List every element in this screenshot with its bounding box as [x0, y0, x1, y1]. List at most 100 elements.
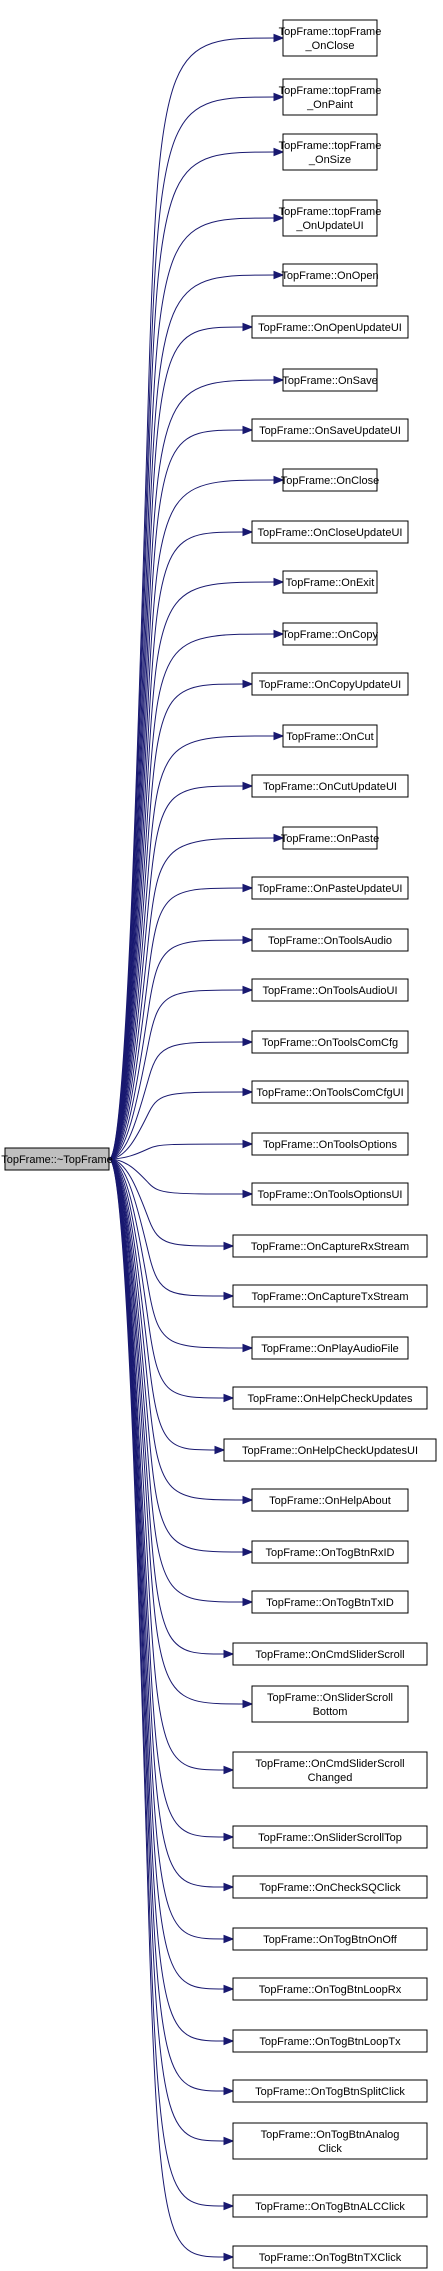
node-topframe-onpaint-label: TopFrame::topFrame: [279, 85, 382, 97]
call-edge-oncutupdateui: [108, 781, 254, 1160]
edge-to-oncut: [108, 735, 276, 1160]
node-topframe-onupdateui-label: TopFrame::topFrame: [279, 206, 382, 218]
arrowhead-icon: [242, 1189, 254, 1199]
edge-to-ontogbtnanalogclick: [108, 1158, 226, 2142]
node-ontogbtnonoff[interactable]: TopFrame::OnTogBtnOnOff: [232, 1927, 428, 1951]
node-onpaste[interactable]: TopFrame::OnPaste: [281, 826, 379, 850]
node-ontogbtntxclick-box: [232, 2245, 428, 2269]
node-ontoolsaudioui[interactable]: TopFrame::OnToolsAudioUI: [251, 978, 409, 1002]
arrowhead-icon: [223, 2252, 235, 2262]
node-onsaveupdateui[interactable]: TopFrame::OnSaveUpdateUI: [251, 418, 409, 442]
node-onsave[interactable]: TopFrame::OnSave: [282, 368, 378, 392]
node-topframe-onpaint[interactable]: TopFrame::topFrame_OnPaint: [279, 78, 382, 116]
arrowhead-icon: [242, 1699, 254, 1709]
source-node-topframe-destructor-box: [4, 1147, 110, 1171]
edge-to-onhelpcheckupdates: [108, 1158, 226, 1399]
edge-to-ontogbtnrxid: [108, 1158, 245, 1553]
node-onchecksqclick[interactable]: TopFrame::OnCheckSQClick: [232, 1875, 428, 1899]
node-onclose-label: TopFrame::OnClose: [281, 475, 379, 487]
call-edge-ontogbtnalcclick: [108, 1158, 235, 2211]
node-topframe-onsize[interactable]: TopFrame::topFrame_OnSize: [279, 133, 382, 171]
node-ontogbtnlooprx[interactable]: TopFrame::OnTogBtnLoopRx: [232, 1977, 428, 2001]
node-onhelpcheckupdatesui[interactable]: TopFrame::OnHelpCheckUpdatesUI: [223, 1438, 437, 1462]
node-onopenupdateui[interactable]: TopFrame::OnOpenUpdateUI: [251, 315, 409, 339]
node-oncut[interactable]: TopFrame::OnCut: [282, 724, 378, 748]
edge-to-oncopy: [108, 633, 276, 1160]
call-edge-onhelpcheckupdates: [108, 1158, 235, 1403]
node-oncut-label: TopFrame::OnCut: [286, 731, 373, 743]
node-onpasteupdateui[interactable]: TopFrame::OnPasteUpdateUI: [251, 876, 409, 900]
node-onhelpcheckupdates[interactable]: TopFrame::OnHelpCheckUpdates: [232, 1386, 428, 1410]
node-onsliderscrolltop[interactable]: TopFrame::OnSliderScrollTop: [232, 1825, 428, 1849]
node-ontogbtnalcclick[interactable]: TopFrame::OnTogBtnALCClick: [232, 2194, 428, 2218]
node-ontoolsoptions[interactable]: TopFrame::OnToolsOptions: [251, 1132, 409, 1156]
node-onpasteupdateui-label: TopFrame::OnPasteUpdateUI: [258, 883, 403, 895]
node-onplayaudiofile[interactable]: TopFrame::OnPlayAudioFile: [251, 1336, 409, 1360]
call-edge-ontoolscomcfg: [108, 1037, 254, 1160]
arrowhead-icon: [223, 1241, 235, 1251]
node-topframe-onpaint-label: _OnPaint: [306, 99, 353, 111]
node-ontoolscomcfgui-label: TopFrame::OnToolsComCfgUI: [256, 1087, 403, 1099]
node-onsliderscrollbottom-label: Bottom: [313, 1706, 348, 1718]
node-ontogbtnsplitclick-box: [232, 2079, 428, 2103]
node-oncloseupdateui-box: [251, 520, 409, 544]
node-ontoolsoptionsui-box: [251, 1182, 409, 1206]
call-edge-ontoolsoptions: [108, 1139, 254, 1160]
node-oncapturetxstream[interactable]: TopFrame::OnCaptureTxStream: [232, 1284, 428, 1308]
node-onopen-box: [282, 263, 378, 287]
node-onopen[interactable]: TopFrame::OnOpen: [281, 263, 379, 287]
arrowhead-icon: [242, 1495, 254, 1505]
node-ontogbtntxid[interactable]: TopFrame::OnTogBtnTxID: [251, 1590, 409, 1614]
edge-to-ontoolscomcfgui: [108, 1091, 245, 1160]
call-edge-ontogbtnsplitclick: [108, 1158, 235, 2096]
node-ontogbtnrxid[interactable]: TopFrame::OnTogBtnRxID: [251, 1540, 409, 1564]
node-onpasteupdateui-box: [251, 876, 409, 900]
source-node-topframe-destructor[interactable]: TopFrame::~TopFrame: [1, 1147, 113, 1171]
arrowhead-icon: [242, 1139, 254, 1149]
edge-to-onsliderscrollbottom: [108, 1158, 245, 1705]
arrowhead-icon: [242, 883, 254, 893]
node-ontogbtntxclick[interactable]: TopFrame::OnTogBtnTXClick: [232, 2245, 428, 2269]
node-ontogbtnanalogclick-box: [232, 2122, 428, 2160]
node-oncutupdateui[interactable]: TopFrame::OnCutUpdateUI: [251, 774, 409, 798]
node-ontogbtnlooprx-box: [232, 1977, 428, 2001]
node-oncopyupdateui[interactable]: TopFrame::OnCopyUpdateUI: [251, 672, 409, 696]
edge-to-topframe-onsize: [108, 151, 276, 1160]
node-oncapturetxstream-label: TopFrame::OnCaptureTxStream: [251, 1291, 408, 1303]
node-ontogbtnsplitclick[interactable]: TopFrame::OnTogBtnSplitClick: [232, 2079, 428, 2103]
arrowhead-icon: [242, 1547, 254, 1557]
node-oncmdsliderscroll-label: TopFrame::OnCmdSliderScroll: [255, 1649, 404, 1661]
call-edge-onexit: [108, 577, 285, 1160]
edge-to-onpasteupdateui: [108, 887, 245, 1160]
node-oncopy[interactable]: TopFrame::OnCopy: [282, 622, 378, 646]
node-oncapturerxstream[interactable]: TopFrame::OnCaptureRxStream: [232, 1234, 428, 1258]
edge-to-oncmdsliderscrollchanged: [108, 1158, 226, 1771]
node-ontoolsaudio[interactable]: TopFrame::OnToolsAudio: [251, 928, 409, 952]
node-ontogbtnalcclick-box: [232, 2194, 428, 2218]
node-topframe-onupdateui[interactable]: TopFrame::topFrame_OnUpdateUI: [279, 199, 382, 237]
edge-to-ontogbtnalcclick: [108, 1158, 226, 2207]
node-onhelpcheckupdatesui-box: [223, 1438, 437, 1462]
node-onclose[interactable]: TopFrame::OnClose: [281, 468, 379, 492]
node-oncmdsliderscroll[interactable]: TopFrame::OnCmdSliderScroll: [232, 1642, 428, 1666]
edge-to-ontogbtntxclick: [108, 1158, 226, 2258]
node-ontoolscomcfgui[interactable]: TopFrame::OnToolsComCfgUI: [251, 1080, 409, 1104]
node-ontogbtnlooptx[interactable]: TopFrame::OnTogBtnLoopTx: [232, 2029, 428, 2053]
call-edge-ontoolsaudioui: [108, 985, 254, 1160]
call-edge-onhelpabout: [108, 1158, 254, 1505]
node-ontogbtntxid-label: TopFrame::OnTogBtnTxID: [266, 1597, 394, 1609]
node-topframe-onclose[interactable]: TopFrame::topFrame_OnClose: [279, 19, 382, 57]
edge-to-oncloseupdateui: [108, 531, 245, 1160]
node-onhelpabout[interactable]: TopFrame::OnHelpAbout: [251, 1488, 409, 1512]
node-onexit[interactable]: TopFrame::OnExit: [282, 570, 378, 594]
node-onplayaudiofile-label: TopFrame::OnPlayAudioFile: [261, 1343, 399, 1355]
node-ontoolsoptionsui[interactable]: TopFrame::OnToolsOptionsUI: [251, 1182, 409, 1206]
arrowhead-icon: [273, 833, 285, 843]
node-oncloseupdateui[interactable]: TopFrame::OnCloseUpdateUI: [251, 520, 409, 544]
node-oncopyupdateui-label: TopFrame::OnCopyUpdateUI: [259, 679, 401, 691]
node-ontoolscomcfg[interactable]: TopFrame::OnToolsComCfg: [251, 1030, 409, 1054]
node-onhelpcheckupdates-label: TopFrame::OnHelpCheckUpdates: [247, 1393, 413, 1405]
